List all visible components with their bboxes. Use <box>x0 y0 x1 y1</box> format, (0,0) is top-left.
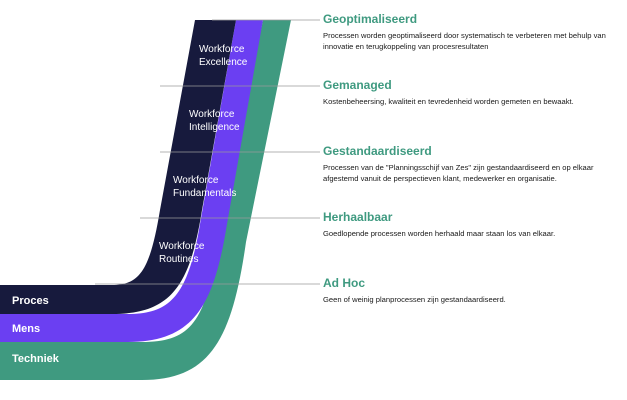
level-gestandaardiseerd: Gestandaardiseerd Processen van de "Plan… <box>323 144 613 184</box>
stage-label-excellence-2: Excellence <box>199 57 248 68</box>
stage-label-fundamentals-2: Fundamentals <box>173 188 236 199</box>
level-title: Ad Hoc <box>323 276 365 290</box>
band-label-techniek: Techniek <box>12 353 60 365</box>
stage-label-fundamentals: Workforce <box>173 175 219 186</box>
level-description: Goedlopende processen worden herhaald ma… <box>323 229 556 238</box>
level-description: Processen worden geoptimaliseerd door sy… <box>323 31 606 51</box>
stage-label-intelligence: Workforce <box>189 109 235 120</box>
level-title: Geoptimaliseerd <box>323 12 418 26</box>
level-title: Gemanaged <box>323 78 392 92</box>
level-dividers <box>95 19 320 285</box>
level-ad-hoc: Ad Hoc Geen of weinig planprocessen zijn… <box>323 276 613 305</box>
band-label-proces: Proces <box>12 295 49 307</box>
band-label-mens: Mens <box>12 323 40 335</box>
level-title: Gestandaardiseerd <box>323 144 432 158</box>
mens-band <box>0 20 263 342</box>
level-description: Processen van de "Planningsschijf van Ze… <box>323 163 594 183</box>
level-gemanaged: Gemanaged Kostenbeheersing, kwaliteit en… <box>323 78 613 107</box>
stage-label-routines-2: Routines <box>159 254 198 265</box>
level-herhaalbaar: Herhaalbaar Goedlopende processen worden… <box>323 210 613 239</box>
stage-label-excellence: Workforce <box>199 44 245 55</box>
level-description: Geen of weinig planprocessen zijn gestan… <box>323 295 506 304</box>
level-title: Herhaalbaar <box>323 210 393 224</box>
level-description: Kostenbeheersing, kwaliteit en tevredenh… <box>323 97 574 106</box>
stage-label-routines: Workforce <box>159 241 205 252</box>
techniek-band <box>0 20 291 380</box>
stage-label-intelligence-2: Intelligence <box>189 122 240 133</box>
proces-band <box>0 20 236 314</box>
level-geoptimaliseerd: Geoptimaliseerd Processen worden geoptim… <box>323 12 613 52</box>
